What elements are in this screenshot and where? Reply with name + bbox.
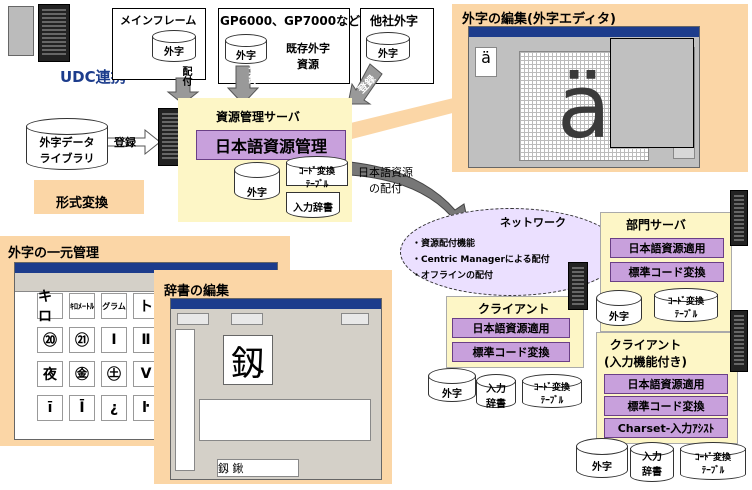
jrm-box: 日本語資源管理 <box>196 130 346 160</box>
dictionary-glyph: 釼 <box>231 343 265 384</box>
register-gp-label: 登録 <box>246 64 257 84</box>
dictionary-title: 辞書の編集 <box>164 284 230 299</box>
unified-titlebar <box>15 263 277 273</box>
network-item-0: ・資源配付機能 <box>412 239 476 249</box>
unified-glyph-cell[interactable]: ㊏ <box>101 361 127 387</box>
unified-glyph-cell[interactable]: グラム <box>101 293 127 319</box>
unified-glyph-cell[interactable]: ｷﾛﾒｰﾄﾙ <box>69 293 95 319</box>
conversion-label: 形式変換 <box>56 196 109 211</box>
gp-label: GP6000、GP7000など <box>220 14 361 28</box>
network-ellipse <box>400 208 622 296</box>
mainframe-rack-icon <box>38 4 70 62</box>
editor-titlebar <box>469 27 699 37</box>
client2-charset-label: Charset-入力ｱｼｽﾄ <box>617 422 715 435</box>
other-label: 他社外字 <box>370 14 419 28</box>
dictionary-window: 釼 釼 鍬 <box>170 298 382 480</box>
unified-glyph-cell[interactable]: ㉑ <box>69 327 95 353</box>
client1-code-table-db: ｺｰﾄﾞ変換 ﾃｰﾌﾞﾙ <box>522 374 582 408</box>
dept-server-icon <box>730 190 748 246</box>
mainframe-label: メインフレーム <box>120 14 197 27</box>
client1-title: クライアント <box>478 302 550 316</box>
unified-glyph-cell[interactable]: キロ <box>37 289 63 325</box>
editor-preview-glyph: ä <box>475 47 497 77</box>
dictionary-titlebar <box>171 299 381 309</box>
client2-dict-db: 入力 辞書 <box>630 442 674 482</box>
dictionary-list[interactable] <box>175 329 195 471</box>
unified-glyph-cell[interactable]: ㊎ <box>69 361 95 387</box>
client1-gaiji-db: 外字 <box>428 368 476 402</box>
network-title: ネットワーク <box>500 216 566 229</box>
client2-apply: 日本語資源適用 <box>604 374 728 394</box>
client1-server-icon <box>568 262 588 310</box>
client1-dict-db: 入力 辞書 <box>476 374 516 410</box>
server-code-table-db: ｺｰﾄﾞ変換 ﾃｰﾌﾞﾙ <box>286 156 348 190</box>
deliver-label: 日本語資源 の配付 <box>358 166 413 195</box>
client1-std-label: 標準コード変換 <box>472 346 550 359</box>
udc-label: UDC連携 <box>60 68 126 86</box>
network-item-1: ・Centric Managerによる配付 <box>412 255 550 265</box>
unified-title: 外字の一元管理 <box>8 246 100 261</box>
client2-title: クライアント (入力機能付き) <box>604 338 687 369</box>
unified-glyph-cell[interactable]: ī <box>37 395 63 421</box>
mainframe-device-icon <box>8 6 34 56</box>
dept-title: 部門サーバ <box>626 218 686 232</box>
dictionary-reading[interactable]: 釼 鍬 <box>217 459 299 477</box>
dept-apply: 日本語資源適用 <box>610 238 724 258</box>
resource-server-title: 資源管理サーバ <box>216 110 300 124</box>
existing-resource-label: 既存外字 資源 <box>286 42 330 71</box>
client2-gaiji-db: 外字 <box>576 438 628 478</box>
client1-apply: 日本語資源適用 <box>452 318 570 338</box>
client2-apply-label: 日本語資源適用 <box>627 378 705 391</box>
server-gaiji-db: 外字 <box>234 162 280 200</box>
client2-server-icon <box>730 310 748 372</box>
other-gaiji-db: 外字 <box>366 32 410 62</box>
editor-big-glyph: ä <box>557 54 611 158</box>
unified-glyph-cell[interactable]: Ī <box>69 395 95 421</box>
unified-glyph-cell[interactable]: ⑳ <box>37 327 63 353</box>
dept-std-label: 標準コード変換 <box>628 266 706 279</box>
dept-std: 標準コード変換 <box>610 262 724 282</box>
library-register-label: 登録 <box>114 136 136 149</box>
unified-glyph-cell[interactable]: Ⅰ <box>101 327 127 353</box>
network-item-2: ・オフラインの配付 <box>412 271 494 281</box>
editor-title: 外字の編集(外字エディタ) <box>462 12 616 27</box>
client2-code-table-db: ｺｰﾄﾞ変換 ﾃｰﾌﾞﾙ <box>680 442 746 480</box>
unified-glyph-cell[interactable]: ¿ <box>101 395 127 421</box>
gp-gaiji-db: 外字 <box>225 34 267 64</box>
dept-gaiji-db: 外字 <box>596 290 642 326</box>
client1-apply-label: 日本語資源適用 <box>472 322 550 335</box>
dictionary-glyph-box: 釼 <box>223 335 273 385</box>
server-dict-db: 入力辞書 <box>286 192 340 218</box>
dictionary-btn-2[interactable] <box>231 313 263 325</box>
editor-secondary-window <box>610 38 694 148</box>
dictionary-fields[interactable] <box>199 399 371 441</box>
deliver-short-label: 配付 <box>180 66 191 86</box>
client2-std-label: 標準コード変換 <box>627 400 705 413</box>
unified-glyph-cell[interactable]: 夜 <box>37 361 63 387</box>
mainframe-gaiji-db: 外字 <box>152 30 196 62</box>
client2-std: 標準コード変換 <box>604 396 728 416</box>
dept-code-table-db: ｺｰﾄﾞ変換 ﾃｰﾌﾞﾙ <box>654 288 718 322</box>
dictionary-btn-1[interactable] <box>177 313 209 325</box>
dictionary-btn-close[interactable] <box>341 313 369 325</box>
client1-std: 標準コード変換 <box>452 342 570 362</box>
client2-charset: Charset-入力ｱｼｽﾄ <box>604 418 728 438</box>
conversion-box <box>34 180 144 214</box>
library-db: 外字データ ライブラリ <box>26 118 108 170</box>
dept-apply-label: 日本語資源適用 <box>628 242 706 255</box>
jrm-label: 日本語資源管理 <box>214 137 327 156</box>
